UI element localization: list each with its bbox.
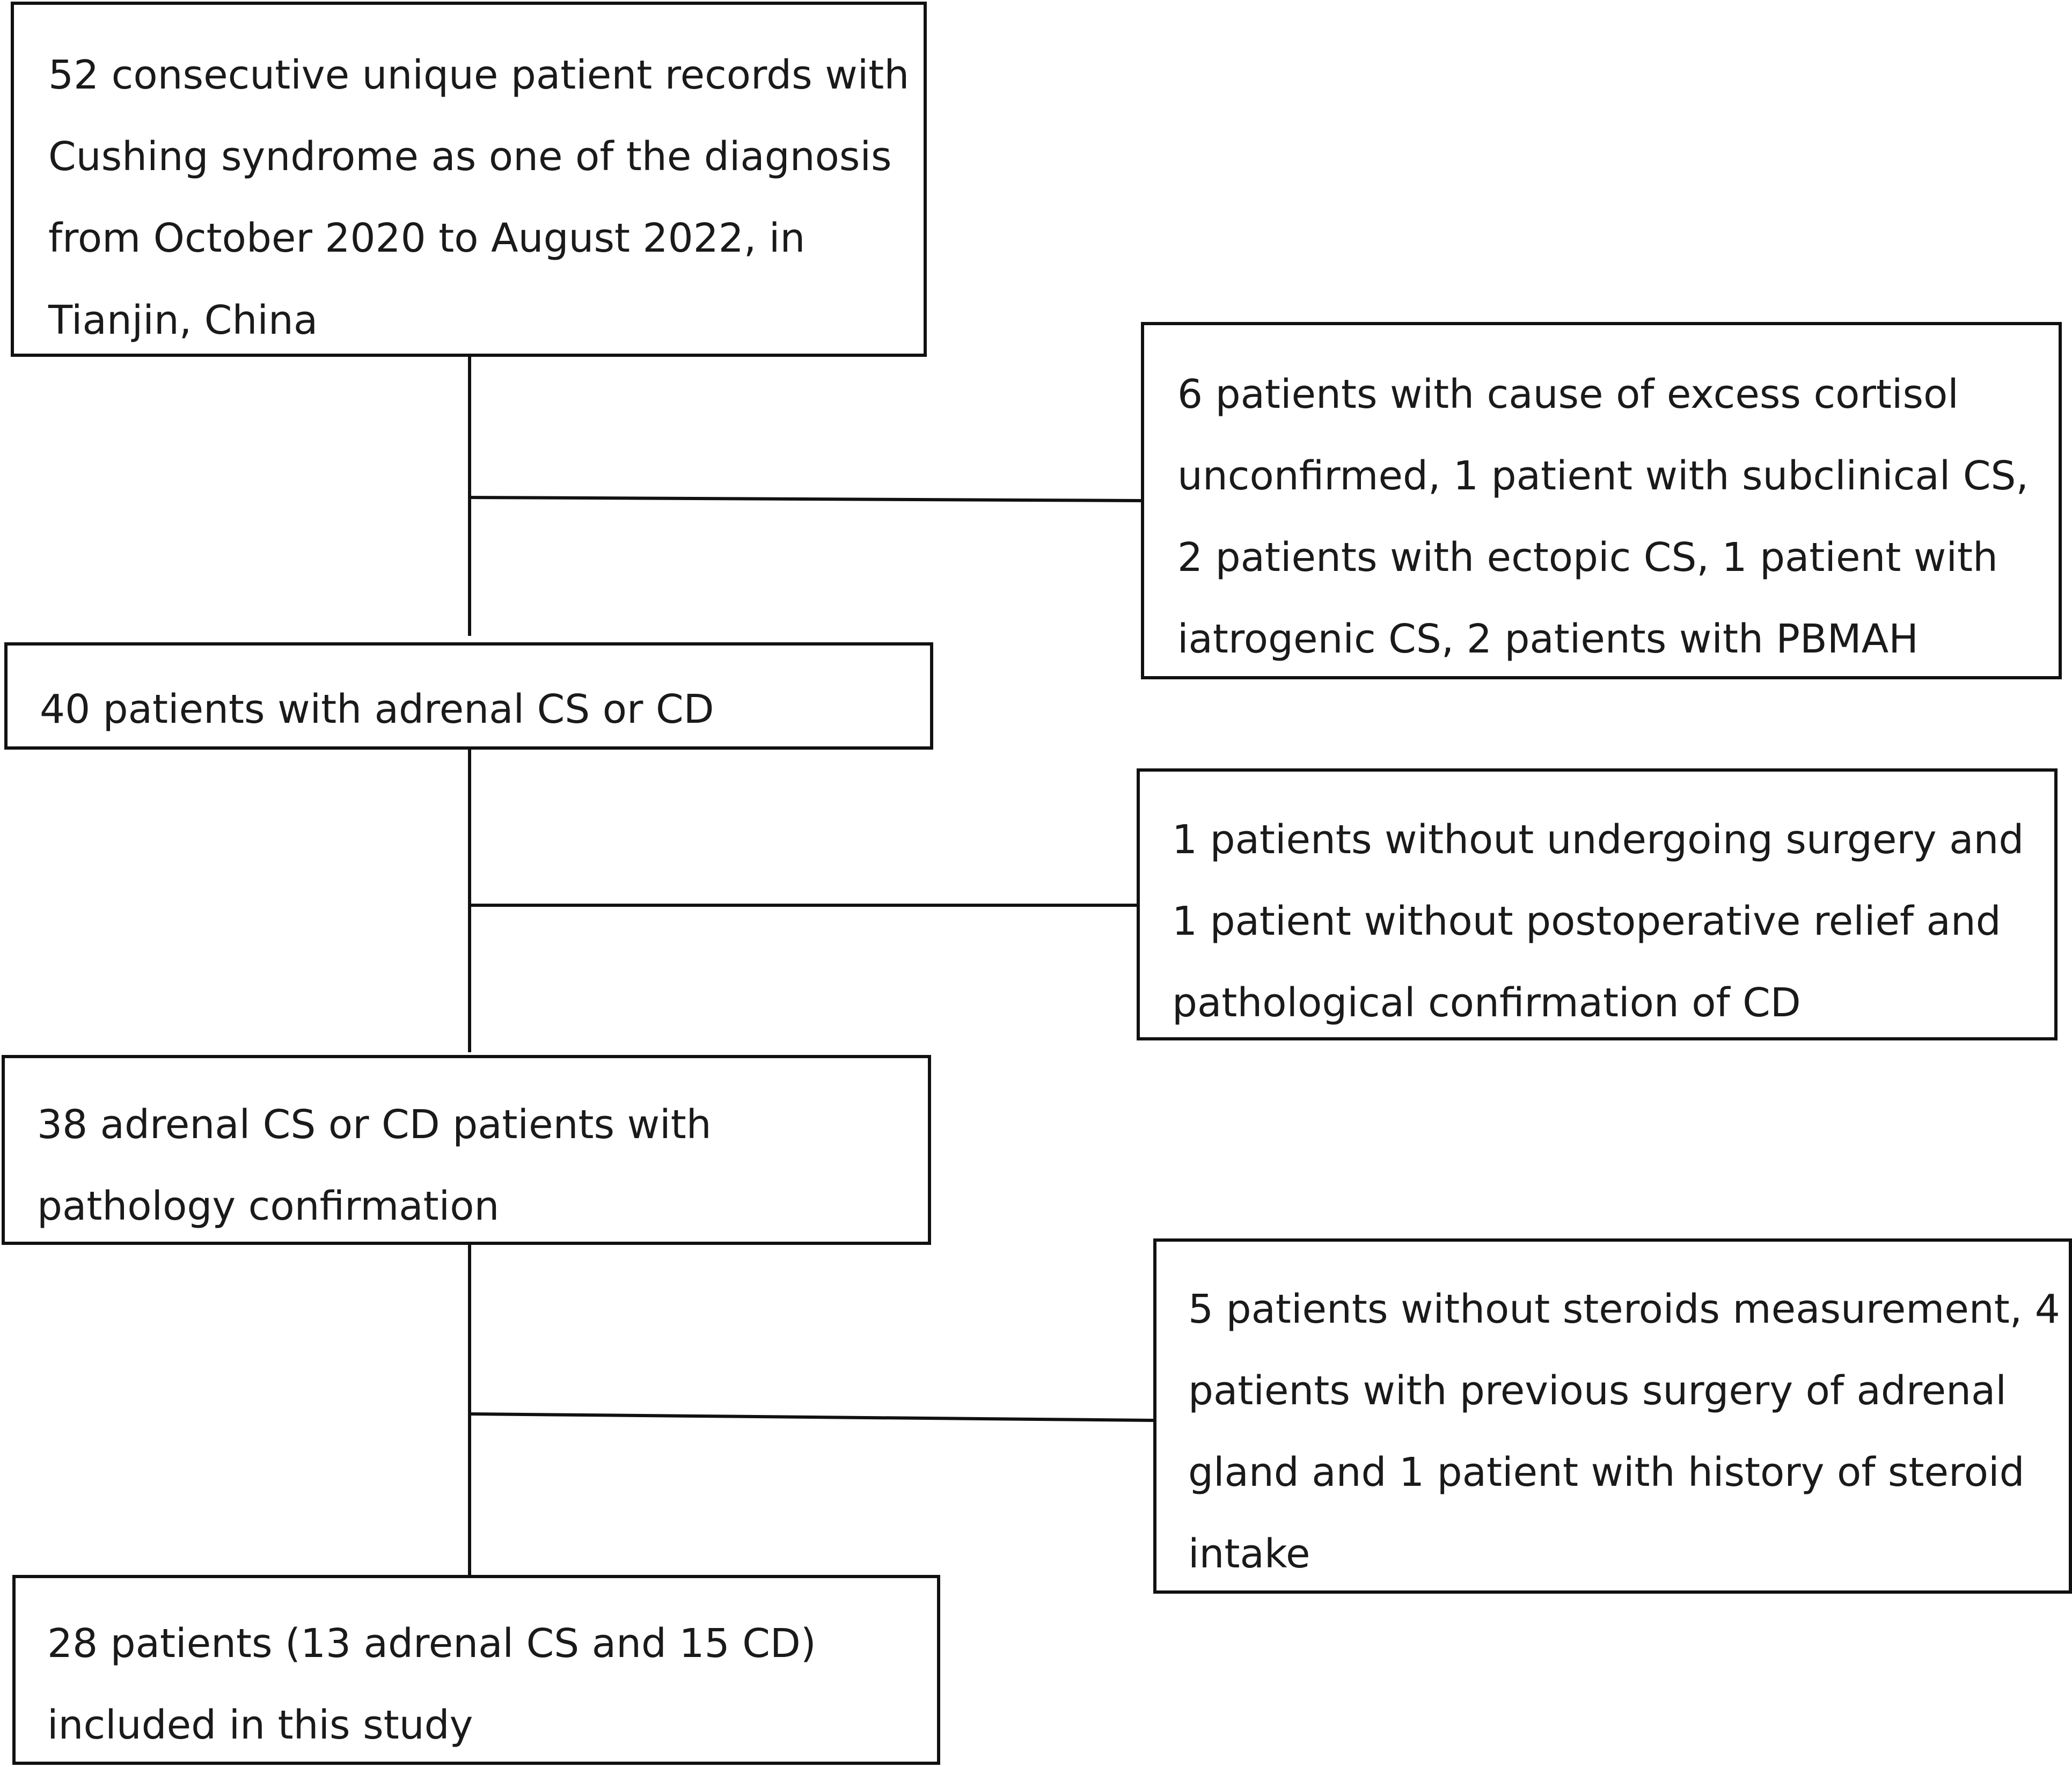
exclusion-text-line: 5 patients without steroids measurement,… — [1188, 1286, 2060, 1332]
exclusion-text-line: 1 patients without undergoing surgery an… — [1172, 817, 2024, 863]
exclusion-box-third: 5 patients without steroids measurement,… — [1153, 1238, 2072, 1594]
step-text-line: 38 adrenal CS or CD patients with — [37, 1102, 712, 1148]
step-text-line: 52 consecutive unique patient records wi… — [48, 52, 910, 98]
step-box-initial-records: 52 consecutive unique patient records wi… — [11, 2, 927, 357]
exclusion-text-line: 2 patients with ectopic CS, 1 patient wi… — [1177, 534, 1998, 581]
step-text-line: 28 patients (13 adrenal CS and 15 CD) — [47, 1621, 816, 1667]
step-text-line: Cushing syndrome as one of the diagnosis — [48, 134, 892, 180]
exclusion-box-second: 1 patients without undergoing surgery an… — [1137, 768, 2058, 1040]
exclusion-text-line: 1 patient without postoperative relief a… — [1172, 898, 2001, 944]
step-text-line: pathology confirmation — [37, 1183, 500, 1229]
exclusion-text-line: patients with previous surgery of adrena… — [1188, 1368, 2007, 1414]
step-box-adrenal-cs-or-cd: 40 patients with adrenal CS or CD — [4, 642, 933, 750]
step-text-line: Tianjin, China — [48, 297, 318, 343]
step-box-included-in-study: 28 patients (13 adrenal CS and 15 CD) in… — [12, 1575, 940, 1765]
step-text-line: included in this study — [47, 1702, 473, 1748]
connector-branch-exclusion-1 — [469, 496, 1141, 502]
exclusion-text-line: 6 patients with cause of excess cortisol — [1177, 371, 1959, 417]
step-text-line: from October 2020 to August 2022, in — [48, 215, 806, 261]
exclusion-box-first: 6 patients with cause of excess cortisol… — [1141, 322, 2062, 679]
connector-branch-exclusion-3 — [469, 1412, 1154, 1422]
exclusion-text-line: iatrogenic CS, 2 patients with PBMAH — [1177, 616, 1919, 662]
exclusion-text-line: intake — [1188, 1531, 1310, 1577]
exclusion-text-line: gland and 1 patient with history of ster… — [1188, 1449, 2025, 1495]
step-box-pathology-confirmed: 38 adrenal CS or CD patients with pathol… — [2, 1055, 931, 1245]
exclusion-text-line: unconfirmed, 1 patient with subclinical … — [1177, 453, 2029, 499]
step-text-line: 40 patients with adrenal CS or CD — [40, 686, 714, 732]
exclusion-text-line: pathological confirmation of CD — [1172, 980, 1801, 1026]
